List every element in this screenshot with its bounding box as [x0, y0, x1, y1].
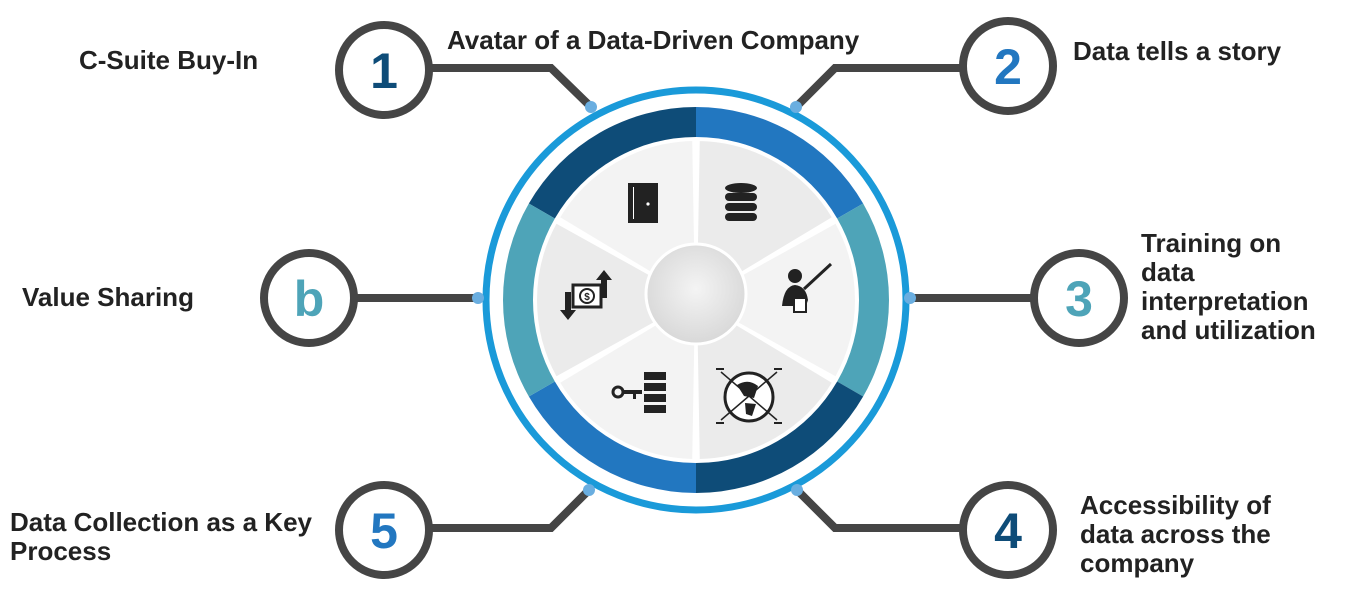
step-5-label: Data Collection as a Key Process: [10, 507, 312, 566]
connector-5: [427, 486, 593, 532]
segment-2: [696, 107, 864, 219]
slice-3: [693, 221, 857, 379]
ring-dots: [472, 101, 916, 496]
badge-6: b: [260, 249, 358, 347]
badge-1-number: 1: [370, 43, 398, 99]
step-1-label: C-Suite Buy-In: [79, 45, 259, 75]
connector-1: [426, 64, 595, 111]
step-6-label: Value Sharing: [22, 282, 194, 312]
ring-segments: [503, 107, 889, 493]
segment-6: [503, 203, 555, 397]
ring-dot-4: [791, 484, 803, 496]
badge-3-number: 3: [1065, 271, 1093, 327]
ring-dot-5: [583, 484, 595, 496]
step-4-label: Accessibility of data across the company: [1080, 490, 1271, 578]
ring-dot-6: [472, 292, 484, 304]
diagram-title: Avatar of a Data-Driven Company: [447, 25, 860, 55]
badge-4: 4: [959, 481, 1057, 579]
badge-3: 3: [1030, 249, 1128, 347]
svg-text:$: $: [584, 292, 590, 303]
badge-2: 2: [959, 17, 1057, 115]
key-server-icon: [611, 372, 666, 413]
badge-4-number: 4: [994, 503, 1022, 559]
badge-6-number: b: [294, 271, 325, 327]
connectors: [351, 64, 1036, 532]
ring-dot-2: [790, 101, 802, 113]
connector-2: [792, 64, 965, 111]
step-2-label: Data tells a story: [1073, 36, 1282, 66]
ring-dot-1: [585, 101, 597, 113]
segment-3: [837, 203, 889, 397]
connector-4: [793, 486, 966, 532]
segment-5: [528, 381, 696, 493]
presenter-icon: [782, 262, 833, 313]
badge-1: 1: [335, 21, 433, 119]
slice-6: [535, 221, 699, 379]
segment-1: [528, 107, 696, 219]
center-circle: [644, 242, 748, 346]
segment-4: [696, 381, 864, 493]
badge-5-number: 5: [370, 503, 398, 559]
ring-dot-3: [904, 292, 916, 304]
step-3-label: Training on data interpretation and util…: [1141, 228, 1316, 345]
slice-5: [557, 298, 698, 461]
door-icon: [628, 183, 658, 223]
badge-5: 5: [335, 481, 433, 579]
database-icon: [725, 183, 757, 221]
money-exchange-icon: $: [560, 270, 612, 320]
globe-network-icon: [716, 368, 782, 424]
badge-2-number: 2: [994, 39, 1022, 95]
